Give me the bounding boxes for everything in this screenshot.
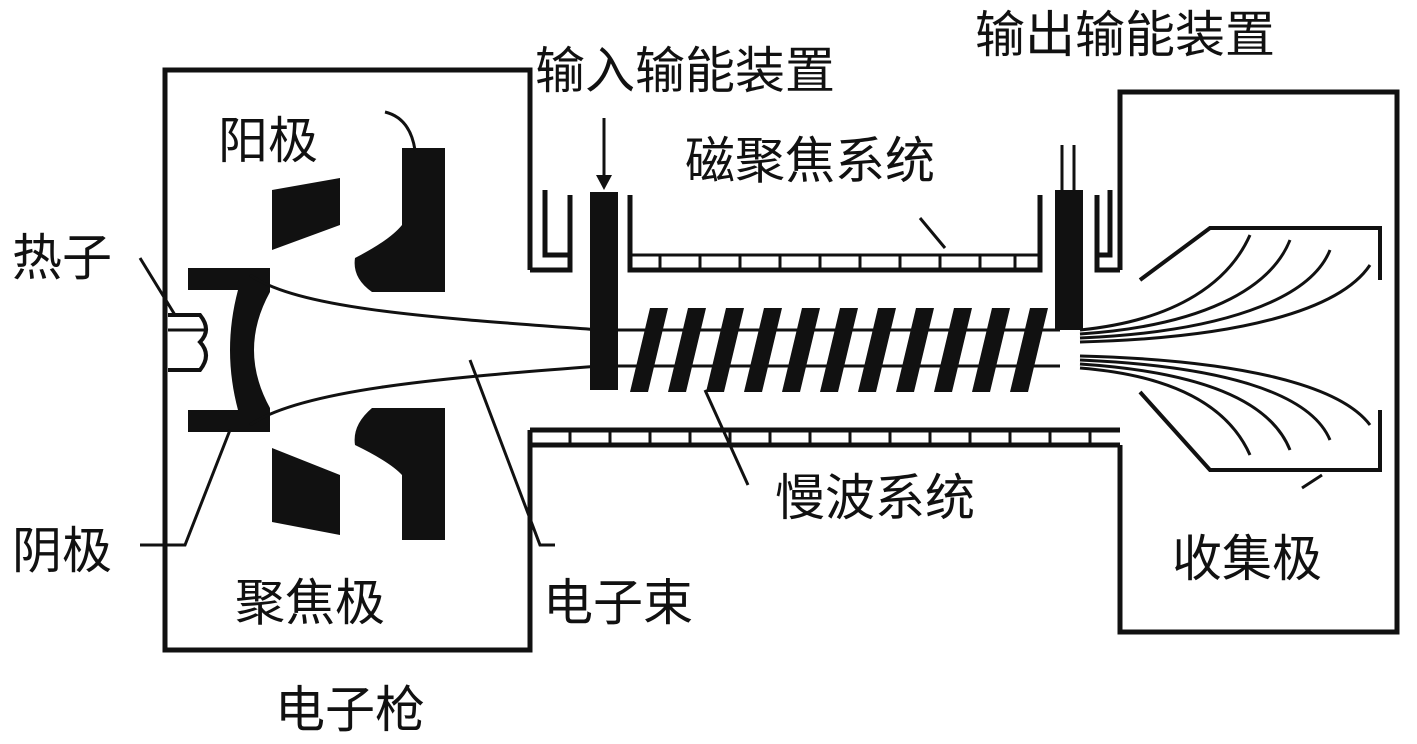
label-collector: 收集极	[1172, 530, 1322, 588]
focusing-electrode	[272, 178, 340, 535]
cathode	[188, 268, 270, 432]
label-electron-gun: 电子枪	[275, 681, 425, 739]
leader-lines	[138, 217, 1323, 547]
bottom-rail-ticks	[568, 430, 1092, 445]
output-coupler	[1055, 145, 1083, 330]
label-output-coupler: 输出输能装置	[975, 6, 1275, 64]
label-anode: 阳极	[218, 112, 318, 170]
label-electron-beam: 电子束	[543, 574, 693, 632]
input-coupler	[590, 118, 618, 390]
top-rail-ticks	[658, 255, 1017, 270]
collector-electrodes	[1079, 226, 1382, 472]
label-heater: 热子	[12, 229, 112, 287]
label-cathode: 阴极	[12, 522, 112, 580]
electron-beam	[249, 273, 1060, 427]
labels: 输入输能装置 输出输能装置 阳极 磁聚焦系统 热子 阴极 聚焦极 电子束 慢波系…	[12, 6, 1322, 739]
anode	[354, 110, 445, 540]
heater	[168, 313, 208, 372]
label-focusing-electrode: 聚焦极	[235, 574, 385, 632]
collector-housing	[1117, 89, 1400, 635]
label-slow-wave: 慢波系统	[775, 469, 975, 527]
magnetic-focusing-system	[527, 190, 1120, 650]
slow-wave-helix	[630, 308, 1048, 392]
label-magnetic-focusing: 磁聚焦系统	[685, 132, 935, 190]
label-input-coupler: 输入输能装置	[535, 42, 835, 100]
